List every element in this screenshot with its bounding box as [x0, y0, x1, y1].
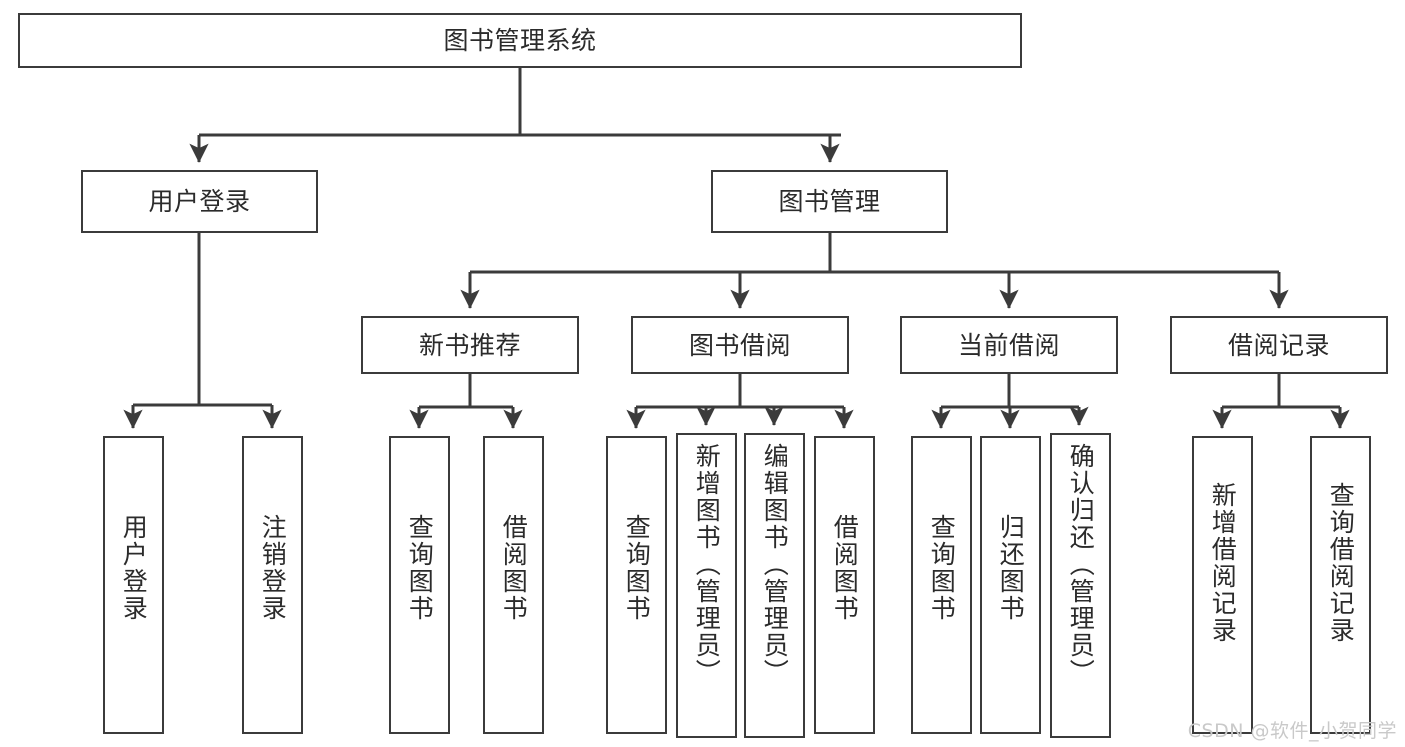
leaf-record-add-record[interactable]: 新增借阅记录	[1192, 436, 1253, 734]
node-borrow-record[interactable]: 借阅记录	[1170, 316, 1388, 374]
node-label: 新增借阅记录	[1208, 482, 1238, 644]
leaf-user-login-logout[interactable]: 注销登录	[242, 436, 303, 734]
leaf-recommend-query-book[interactable]: 查询图书	[389, 436, 450, 734]
node-label: 编辑图书（管理员）	[760, 443, 790, 686]
leaf-current-query-book[interactable]: 查询图书	[911, 436, 972, 734]
leaf-borrow-add-book-admin[interactable]: 新增图书（管理员）	[676, 433, 737, 738]
leaf-borrow-borrow-book[interactable]: 借阅图书	[814, 436, 875, 734]
node-label: 借阅记录	[1227, 330, 1330, 360]
node-label: 图书管理	[778, 187, 881, 216]
node-label: 图书管理系统	[443, 26, 597, 55]
node-label: 查询图书	[405, 514, 435, 622]
node-label: 借阅图书	[499, 514, 529, 622]
watermark-text: CSDN @软件_小贺同学	[1187, 720, 1397, 742]
leaf-current-return-book[interactable]: 归还图书	[980, 436, 1041, 734]
node-label: 查询图书	[927, 514, 957, 622]
leaf-current-confirm-return-admin[interactable]: 确认归还（管理员）	[1050, 433, 1111, 738]
leaf-recommend-borrow-book[interactable]: 借阅图书	[483, 436, 544, 734]
node-book-borrow[interactable]: 图书借阅	[631, 316, 849, 374]
node-label: 注销登录	[258, 514, 288, 622]
leaf-record-query-record[interactable]: 查询借阅记录	[1310, 436, 1371, 734]
node-label: 新书推荐	[418, 330, 521, 360]
node-root-book-management-system[interactable]: 图书管理系统	[18, 13, 1022, 68]
node-new-book-recommend[interactable]: 新书推荐	[361, 316, 579, 374]
node-label: 新增图书（管理员）	[692, 443, 722, 686]
node-label: 用户登录	[148, 187, 251, 216]
node-label: 当前借阅	[957, 330, 1060, 360]
node-label: 用户登录	[119, 514, 149, 622]
leaf-user-login-login[interactable]: 用户登录	[103, 436, 164, 734]
node-label: 图书借阅	[688, 330, 791, 360]
node-label: 归还图书	[996, 514, 1026, 622]
node-label: 查询借阅记录	[1326, 482, 1356, 644]
node-user-login[interactable]: 用户登录	[81, 170, 318, 233]
node-current-borrow[interactable]: 当前借阅	[900, 316, 1118, 374]
leaf-borrow-query-book[interactable]: 查询图书	[606, 436, 667, 734]
node-label: 确认归还（管理员）	[1066, 443, 1096, 686]
leaf-borrow-edit-book-admin[interactable]: 编辑图书（管理员）	[744, 433, 805, 738]
node-label: 借阅图书	[830, 514, 860, 622]
node-label: 查询图书	[622, 514, 652, 622]
node-book-management[interactable]: 图书管理	[711, 170, 948, 233]
